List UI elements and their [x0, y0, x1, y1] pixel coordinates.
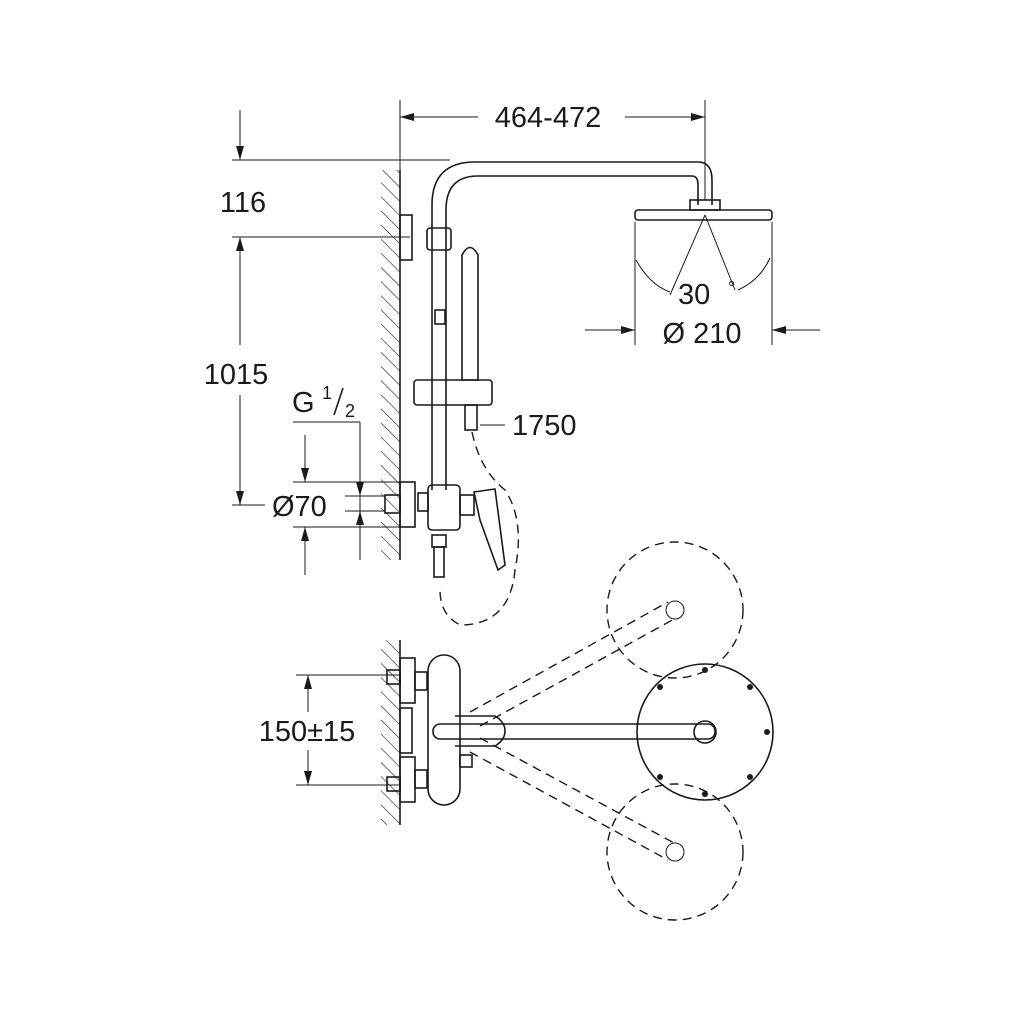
hose [439, 431, 519, 626]
swivel-position-down [606, 783, 744, 921]
shower-arm [431, 161, 713, 490]
mixer-lever [473, 488, 506, 572]
side-view: 464-472 116 1015 30 ° Ø 210 1750 [204, 100, 820, 626]
arm-length-label: 464-472 [495, 102, 601, 134]
shower-arm-top [432, 723, 716, 740]
escutcheon-diameter-label: Ø70 [272, 491, 327, 523]
head-diameter-label: Ø 210 [663, 318, 742, 350]
arm-height-label: 116 [220, 187, 266, 219]
tilt-unit-label: ° [728, 278, 735, 298]
mixer-body [427, 484, 461, 531]
thread-g-label: G [292, 387, 315, 419]
riser-height-label: 1015 [204, 359, 269, 391]
mixer-body-top [427, 654, 461, 806]
wall-hatch [381, 170, 400, 560]
tilt-angle-label: 30 [678, 279, 710, 311]
hand-shower-holder [413, 379, 493, 406]
thread-numerator: 1 [322, 383, 332, 403]
hand-shower [461, 246, 479, 381]
hose-length-label: 1750 [512, 410, 577, 442]
shower-head-top [636, 663, 774, 801]
swivel-position-up [606, 541, 744, 679]
thread-denominator: 2 [345, 401, 355, 421]
thread-fraction-slash [333, 387, 344, 416]
top-view: 150±15 [259, 541, 774, 921]
wall-hatch-bottom [381, 640, 400, 825]
center-distance-label: 150±15 [259, 716, 356, 748]
